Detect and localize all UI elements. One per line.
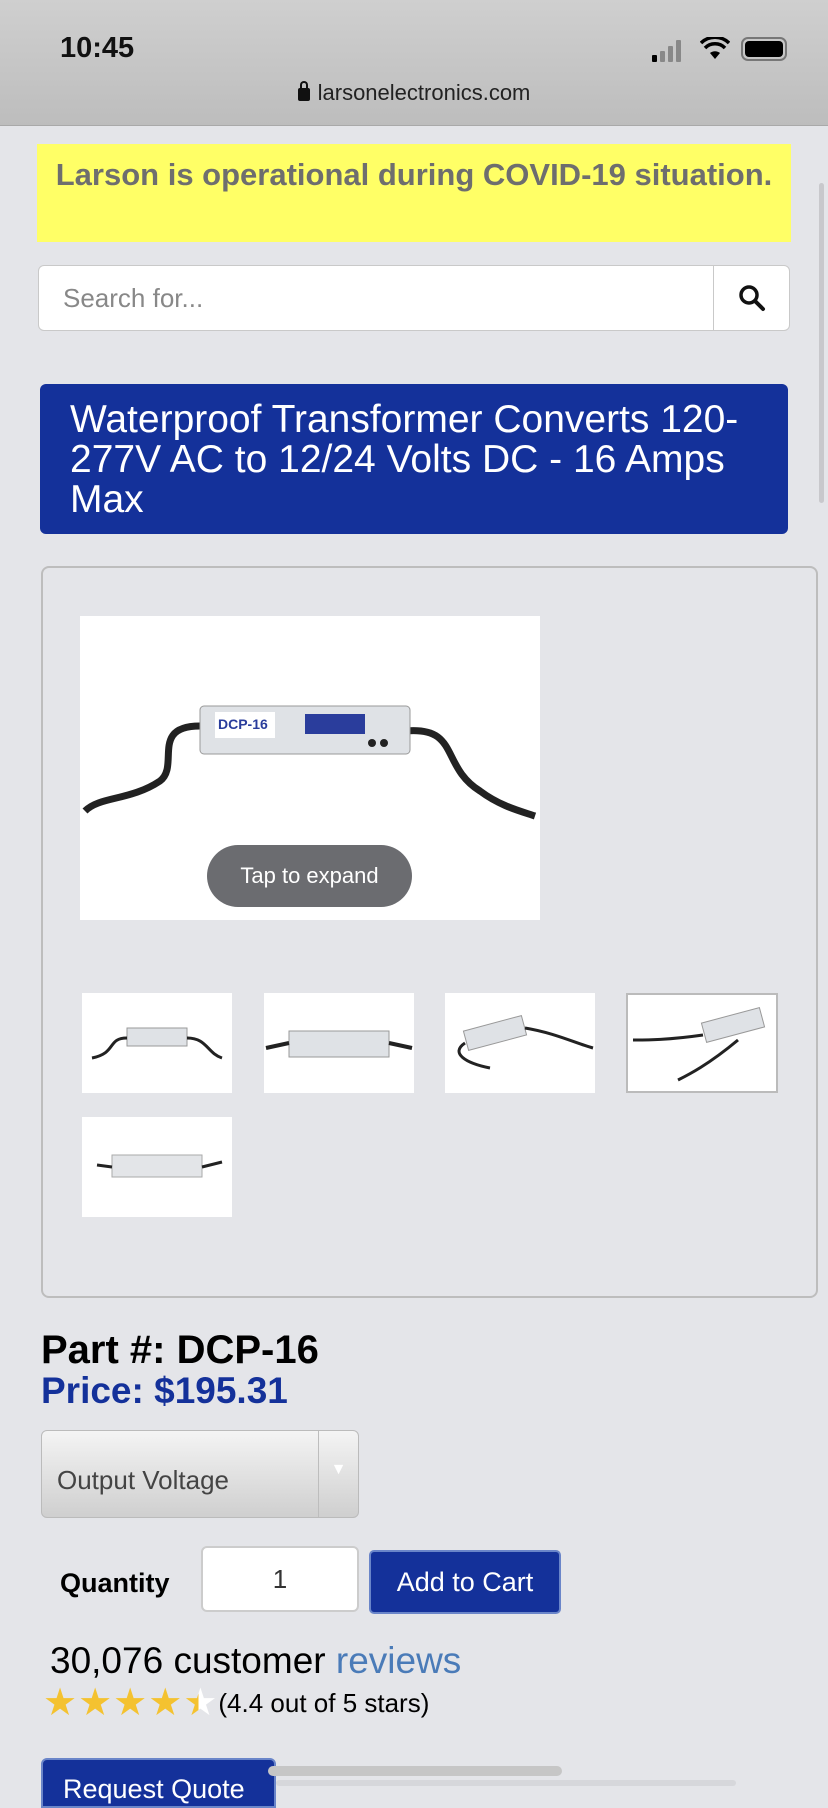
thumbnail-image [632,1006,766,1082]
star-full-icon: ★ [113,1682,148,1724]
thumbnail-image [96,1154,223,1178]
rating-text: (4.4 out of 5 stars) [218,1687,430,1718]
select-value: Output Voltage [57,1465,230,1495]
image-label: DCP-16 [218,716,268,732]
chevron-down-icon: ▼ [318,1431,358,1517]
lock-icon [297,81,310,101]
thumbnail-image [265,1030,413,1058]
battery-icon [741,37,787,61]
search-input[interactable] [39,266,714,330]
image-gallery [41,566,818,1298]
covid-banner: Larson is operational during COVID-19 si… [37,144,791,242]
thumbnail-4[interactable] [626,993,778,1093]
thumbnail-image [91,1027,223,1060]
part-number: Part #: DCP-16 [41,1328,319,1372]
price: Price: $195.31 [41,1370,288,1411]
search-button[interactable] [713,266,789,330]
add-to-cart-button[interactable]: Add to Cart [369,1550,561,1614]
tap-to-expand-button[interactable]: Tap to expand [207,845,412,907]
star-half-icon: ★ [183,1682,218,1724]
reviews-summary: 30,076 customer reviews [50,1640,461,1682]
search-icon [738,285,765,311]
vertical-scrollbar[interactable] [819,183,824,503]
reviews-link[interactable]: reviews [335,1640,462,1681]
request-quote-button[interactable]: Request Quote [41,1758,276,1808]
star-rating: ★ ★ ★ ★ ★ (4.4 out of 5 stars) [43,1684,429,1722]
star-full-icon: ★ [78,1682,113,1724]
quantity-input[interactable] [201,1546,359,1612]
address-bar[interactable]: larsonelectronics.com [0,80,828,106]
star-full-icon: ★ [148,1682,183,1724]
product-title: Waterproof Transformer Converts 120-277V… [40,384,788,534]
star-full-icon: ★ [43,1682,78,1724]
status-time: 10:45 [60,32,135,64]
search-bar [38,265,790,331]
quantity-label: Quantity [60,1568,170,1598]
thumbnail-3[interactable] [445,993,595,1093]
browser-top-bar: 10:45 larsonelectronics.com [0,0,828,126]
wifi-icon [700,37,730,59]
url-text: larsonelectronics.com [317,80,531,105]
reviews-count: 30,076 customer [50,1640,326,1681]
thumbnail-image [457,1014,594,1070]
signal-icon [652,40,681,62]
output-voltage-select[interactable]: Output Voltage ▼ [41,1430,359,1518]
transformer-image: DCP-16 [82,705,537,820]
horizontal-scroll-track [276,1780,736,1786]
thumbnail-1[interactable] [82,993,232,1093]
horizontal-scrollbar[interactable] [268,1766,562,1776]
thumbnail-2[interactable] [264,993,414,1093]
thumbnail-5[interactable] [82,1117,232,1217]
